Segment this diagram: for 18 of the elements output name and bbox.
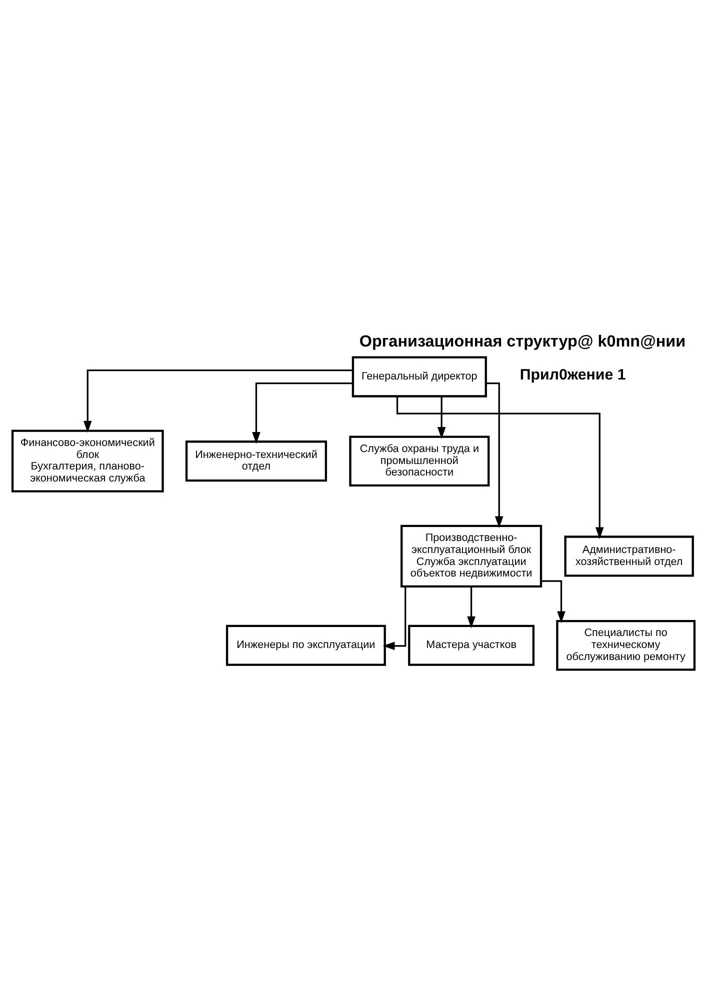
node-box: Генеральный директор bbox=[352, 356, 487, 398]
node-box: Административно-хозяйственный отдел bbox=[564, 536, 694, 577]
node-box: Специалисты по техническому обслуживанию ремонту bbox=[556, 620, 696, 671]
arrow bbox=[437, 396, 446, 439]
arrow bbox=[83, 370, 353, 433]
arrow bbox=[382, 586, 406, 650]
diagram-title: Организационная структур@ k0mn@нии bbox=[359, 332, 686, 351]
arrow bbox=[541, 580, 566, 624]
node-box: Инженеры по эксплуатации bbox=[226, 624, 386, 666]
arrow bbox=[396, 396, 604, 540]
node-box: Служба охраны труда и промышленной безопасности bbox=[349, 436, 490, 486]
label: Прил0жение 1 bbox=[520, 366, 626, 384]
node-box: Финансово-экономический блок Бухгалтерия, планово-экономическая служба bbox=[11, 430, 164, 492]
node-box: Производственно-эксплуатационный блок Служба эксплуатации объектов недвижимости bbox=[400, 524, 542, 588]
node-box: Мастера участков bbox=[408, 624, 535, 666]
arrow bbox=[252, 382, 353, 444]
node-box: Инженерно-технический отдел bbox=[185, 440, 328, 482]
arrow bbox=[467, 586, 476, 628]
